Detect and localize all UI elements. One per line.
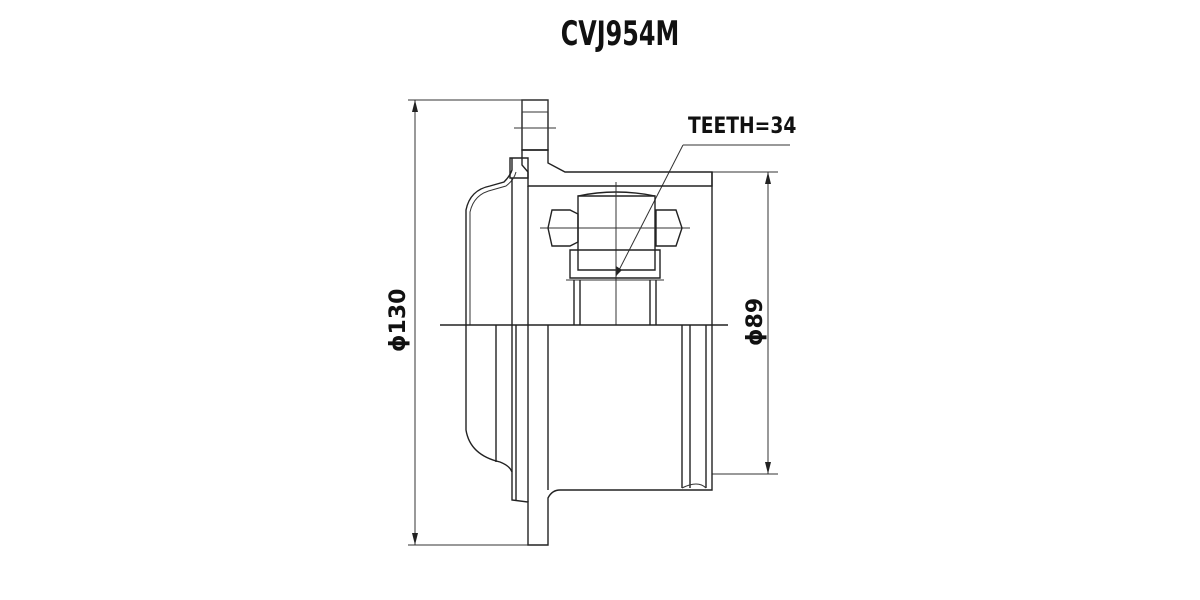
outer-diameter-label: ϕ130 (386, 289, 411, 352)
inner-diameter-dimension: ϕ89 (712, 171, 778, 475)
lower-exterior (465, 325, 713, 546)
upper-section (465, 99, 713, 325)
outer-diameter-dimension: ϕ130 (386, 99, 548, 546)
teeth-label: TEETH=34 (688, 113, 796, 139)
teeth-callout: TEETH=34 (615, 113, 796, 277)
inner-diameter-label: ϕ89 (743, 298, 768, 346)
part-number-title: CVJ954M (560, 14, 680, 54)
